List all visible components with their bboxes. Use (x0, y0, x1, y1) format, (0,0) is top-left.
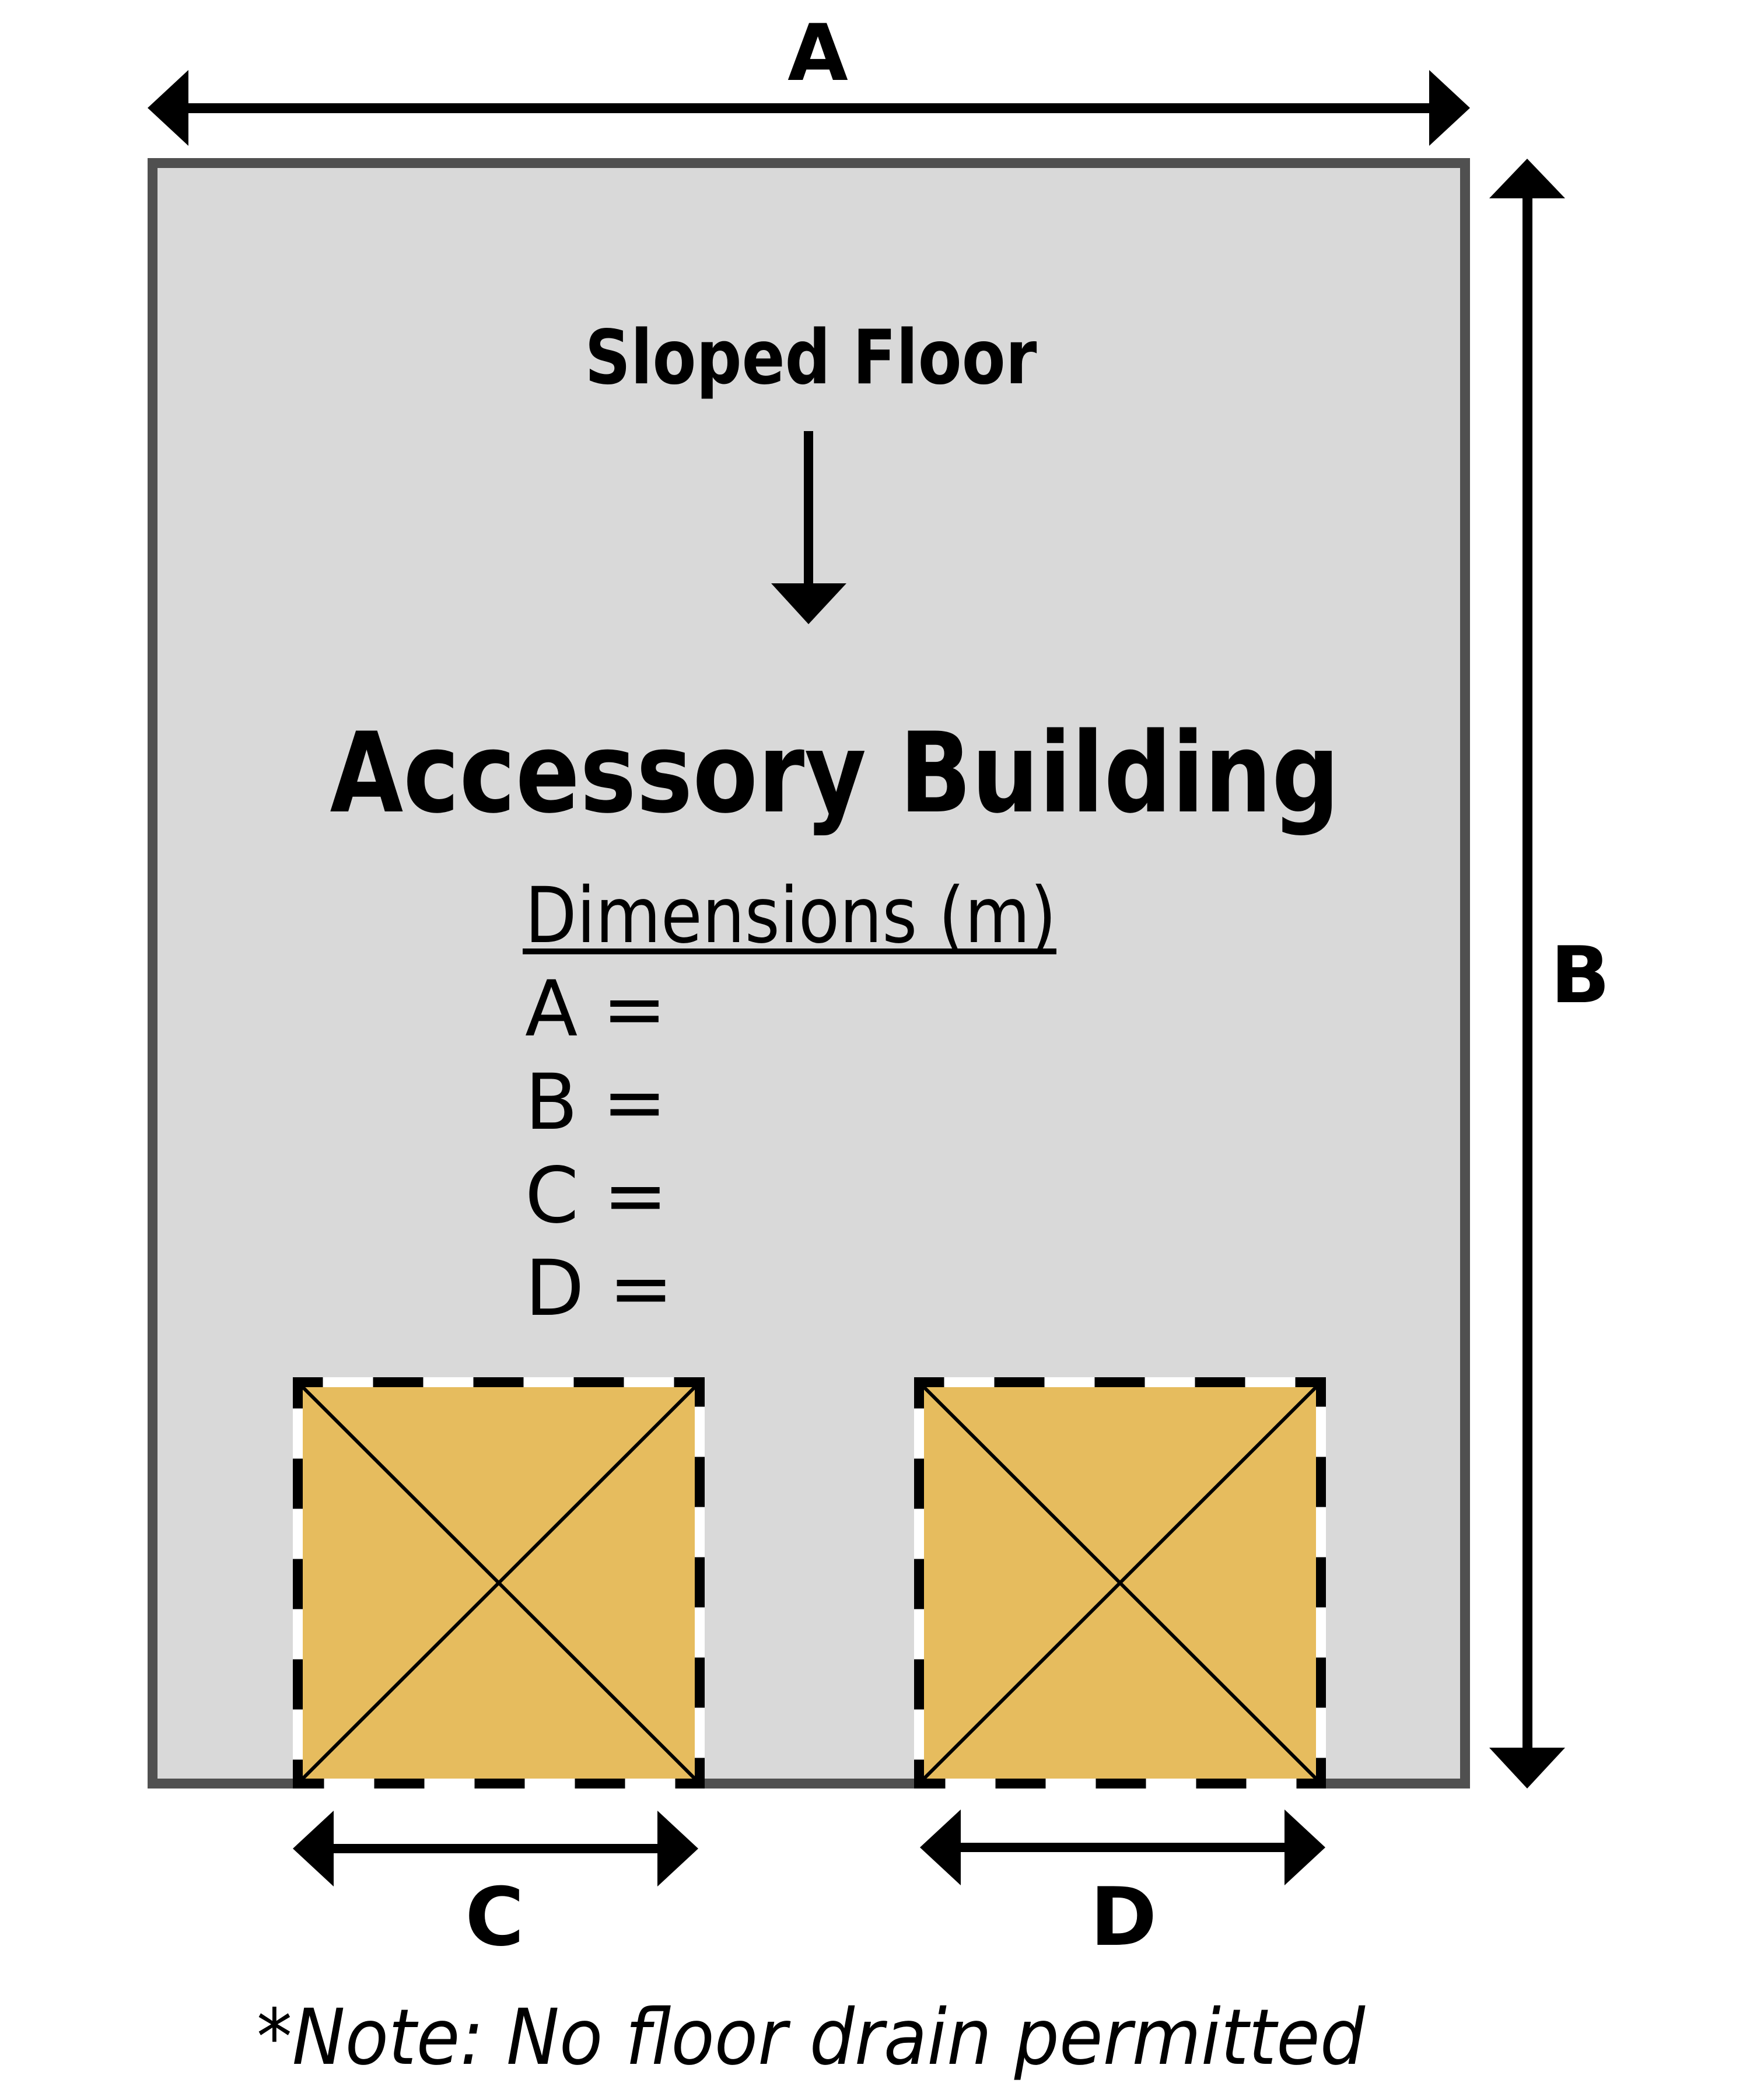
dimension-a-line (187, 103, 1432, 113)
dimension-b-label: B (1550, 930, 1610, 1021)
arrowhead-right-icon (1284, 1810, 1325, 1885)
dimension-c-label: C (465, 1870, 524, 1964)
dimension-a-arrow (148, 70, 1470, 146)
dimension-b-line (1522, 196, 1532, 1750)
door-left-diagonal (301, 1385, 696, 1780)
dimension-a-label: A (788, 8, 848, 99)
dimension-row-b: B = (525, 1058, 667, 1147)
dimension-row-a: A = (525, 964, 667, 1054)
dimension-row-c: C = (525, 1151, 668, 1241)
floor-drain-note: *Note: No floor drain permitted (257, 1993, 1366, 2082)
dimension-d-arrow (920, 1810, 1325, 1885)
arrowhead-down-icon (1489, 1748, 1565, 1788)
building-title: Accessory Building (330, 709, 1340, 838)
dimension-c-arrow (293, 1811, 698, 1887)
arrow-down-icon (771, 431, 846, 624)
door-right-diagonal (922, 1385, 1318, 1780)
door-left (293, 1377, 705, 1788)
arrowhead-left-icon (148, 70, 188, 146)
arrowhead-up-icon (1489, 159, 1565, 198)
dimensions-heading: Dimensions (m) (525, 871, 1056, 961)
door-right (914, 1377, 1326, 1788)
arrowhead-left-icon (920, 1810, 961, 1885)
arrowhead-right-icon (1429, 70, 1470, 146)
dimensions-heading-underline (523, 949, 1056, 954)
arrowhead-right-icon (657, 1811, 698, 1887)
dimension-d-label: D (1090, 1870, 1157, 1964)
dimension-b-arrow (1489, 159, 1565, 1788)
arrowhead-left-icon (293, 1811, 334, 1887)
sloped-floor-label: Sloped Floor (585, 314, 1037, 401)
dimension-row-d: D = (525, 1244, 673, 1334)
